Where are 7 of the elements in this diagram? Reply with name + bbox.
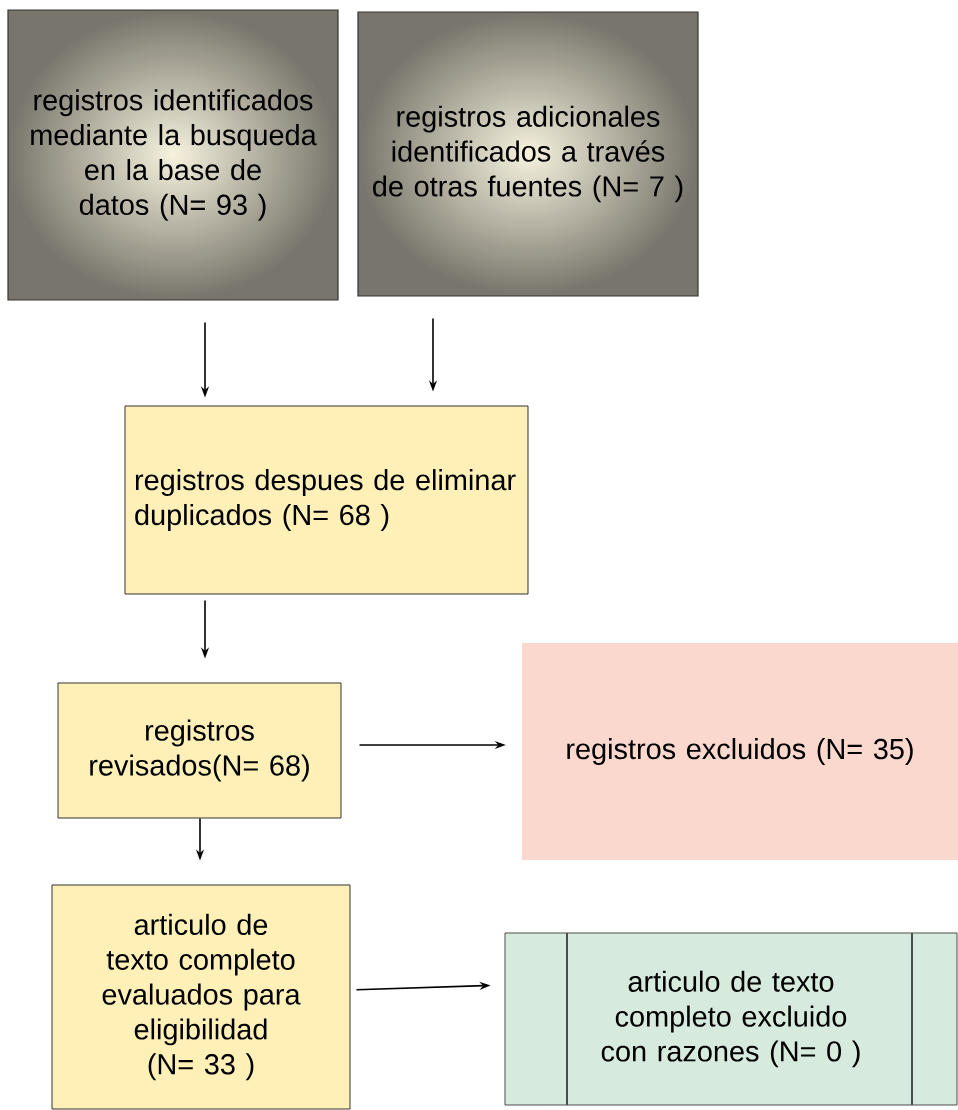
- process-box: registros revisados(N= 68): [57, 682, 342, 819]
- excluded-box: articulo de texto completo excluido con razones (N= 0 ): [504, 932, 958, 1106]
- source-box: registros adicionales identificados a través de otras fuentes (N= 7 ): [357, 11, 699, 297]
- process-box: articulo de texto completo evaluados para eligibilidad (N= 33 ): [51, 884, 351, 1110]
- process-box: registros despues de eliminar duplicados (N= 68 ): [124, 405, 529, 595]
- source-box: registros identificados mediante la busqueda en la base de datos (N= 93 ): [7, 9, 339, 301]
- excluded-box: registros excluidos (N= 35): [522, 643, 958, 860]
